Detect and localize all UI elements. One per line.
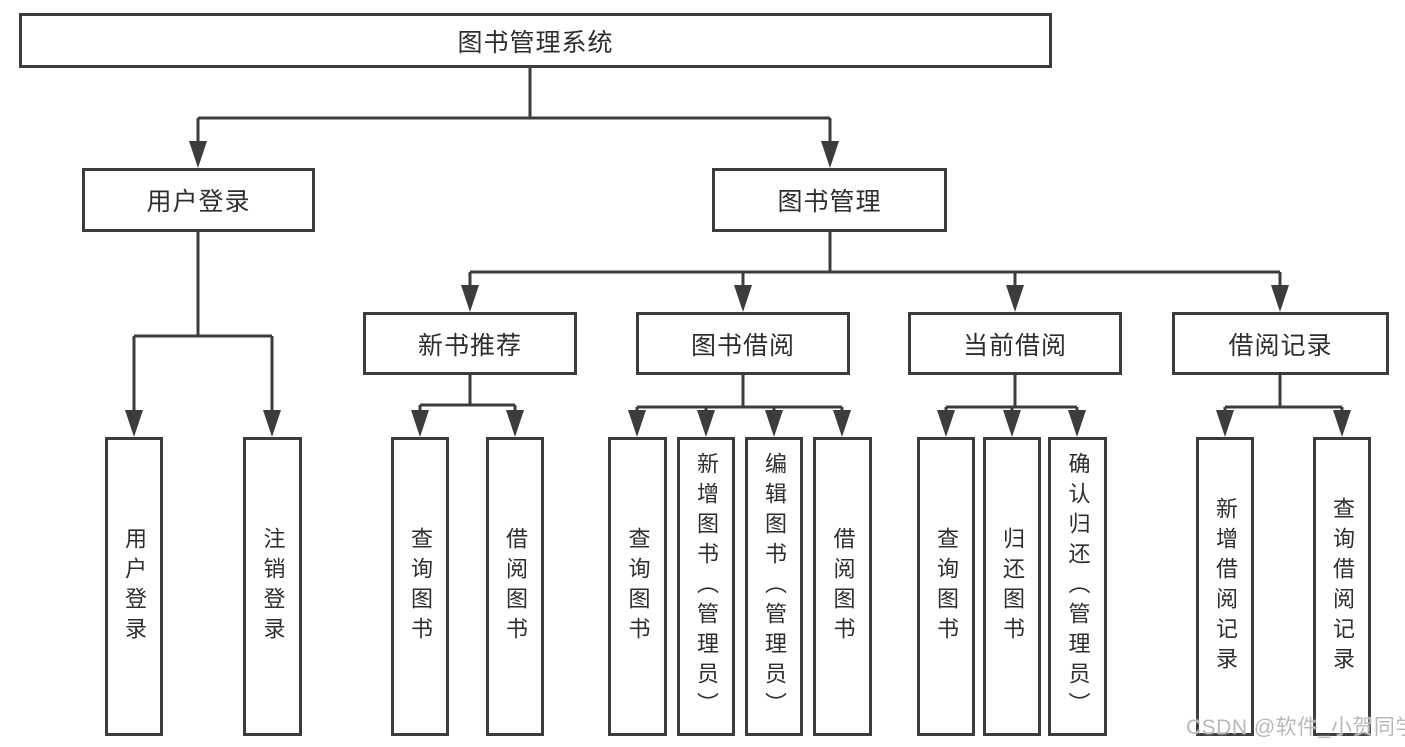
node-book-borrowing-label: 图书借阅 [690, 331, 795, 360]
leaf-logout: 注销登录 [243, 437, 302, 736]
leaf-query-books-current-label: 查询图书 [934, 526, 959, 647]
leaf-user-login: 用户登录 [105, 437, 163, 736]
node-system-root-label: 图书管理系统 [457, 28, 614, 57]
leaf-query-books-recommend-label: 查询图书 [408, 526, 433, 647]
node-new-book-recommendation: 新书推荐 [363, 312, 577, 375]
leaf-query-books-borrow: 查询图书 [608, 437, 667, 736]
leaf-confirm-return-admin: 确认归还（管理员） [1048, 437, 1107, 736]
node-user-login-label: 用户登录 [146, 188, 251, 216]
leaf-return-books-label: 归还图书 [1000, 526, 1025, 647]
leaf-confirm-return-admin-label: 确认归还（管理员） [1065, 451, 1091, 722]
node-current-borrowing-label: 当前借阅 [962, 331, 1067, 360]
node-book-management-label: 图书管理 [777, 188, 882, 216]
leaf-edit-books-admin-label: 编辑图书（管理员） [762, 451, 787, 722]
leaf-borrow-books-borrow: 借阅图书 [813, 437, 872, 736]
leaf-logout-label: 注销登录 [260, 526, 286, 647]
connector-bookmgmt-to-level3 [461, 232, 1289, 312]
node-new-book-recommendation-label: 新书推荐 [417, 331, 522, 360]
node-borrowing-records-label: 借阅记录 [1228, 331, 1333, 360]
leaf-add-borrow-record: 新增借阅记录 [1196, 437, 1254, 736]
node-current-borrowing: 当前借阅 [908, 312, 1122, 375]
connector-records-to-leaves [1216, 375, 1351, 437]
connector-current-to-leaves [937, 375, 1086, 437]
leaf-edit-books-admin: 编辑图书（管理员） [745, 437, 803, 736]
leaf-add-books-admin-label: 新增图书（管理员） [694, 451, 719, 722]
leaf-borrow-books-recommend: 借阅图书 [486, 437, 544, 736]
connector-userlogin-to-leaves [125, 232, 281, 437]
connector-recommend-to-leaves [411, 375, 524, 437]
leaf-return-books: 归还图书 [983, 437, 1041, 736]
connector-borrowing-to-leaves [628, 375, 851, 437]
node-book-management: 图书管理 [712, 168, 947, 232]
leaf-query-borrow-record: 查询借阅记录 [1313, 437, 1371, 736]
leaf-query-books-recommend: 查询图书 [391, 437, 449, 736]
watermark: CSDN @软件_小贺同学 [1186, 716, 1405, 739]
leaf-borrow-books-recommend-label: 借阅图书 [503, 526, 528, 647]
node-user-login: 用户登录 [82, 168, 315, 232]
leaf-query-borrow-record-label: 查询借阅记录 [1330, 496, 1355, 677]
leaf-add-borrow-record-label: 新增借阅记录 [1213, 496, 1238, 677]
node-system-root: 图书管理系统 [19, 13, 1052, 68]
leaf-query-books-borrow-label: 查询图书 [625, 526, 651, 647]
leaf-add-books-admin: 新增图书（管理员） [677, 437, 735, 736]
leaf-query-books-current: 查询图书 [917, 437, 975, 736]
connector-root-to-level2 [189, 68, 839, 168]
node-borrowing-records: 借阅记录 [1172, 312, 1389, 375]
node-book-borrowing: 图书借阅 [636, 312, 850, 375]
leaf-user-login-label: 用户登录 [122, 526, 147, 647]
leaf-borrow-books-borrow-label: 借阅图书 [830, 526, 856, 647]
